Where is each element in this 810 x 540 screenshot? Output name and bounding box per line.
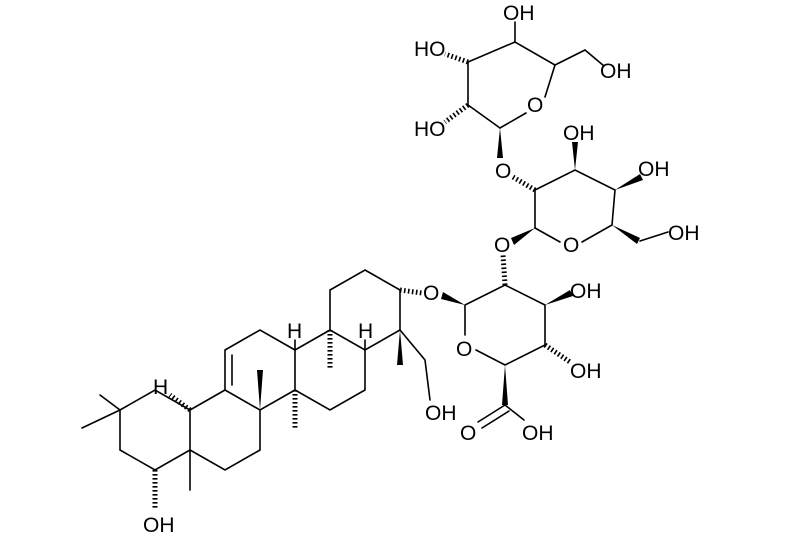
label-oh: OH	[563, 122, 595, 145]
label-h: H	[358, 320, 373, 343]
label-o: O	[423, 282, 439, 305]
label-ring-o: O	[563, 234, 579, 257]
label-ho: HO	[414, 38, 446, 61]
label-o: O	[495, 160, 511, 183]
label-oh: OH	[600, 60, 632, 83]
label-oh: OH	[503, 2, 535, 25]
label-ring-o: O	[527, 94, 543, 117]
label-oh: OH	[570, 280, 602, 303]
label-oh: OH	[143, 514, 175, 537]
label-o: O	[494, 234, 510, 257]
label-ring-o: O	[456, 338, 472, 361]
label-oh: OH	[425, 402, 457, 425]
bonds	[81, 21, 669, 508]
atom-labels: OH HO OH O HO O OH OH OH O O OH O OH O O…	[143, 2, 700, 537]
label-h: H	[153, 376, 168, 399]
label-oh: OH	[638, 158, 670, 181]
label-oh: OH	[570, 360, 602, 383]
label-o: O	[460, 422, 476, 445]
label-ho: HO	[414, 118, 446, 141]
label-h: H	[287, 320, 302, 343]
label-oh: OH	[668, 222, 700, 245]
label-oh: OH	[522, 422, 554, 445]
